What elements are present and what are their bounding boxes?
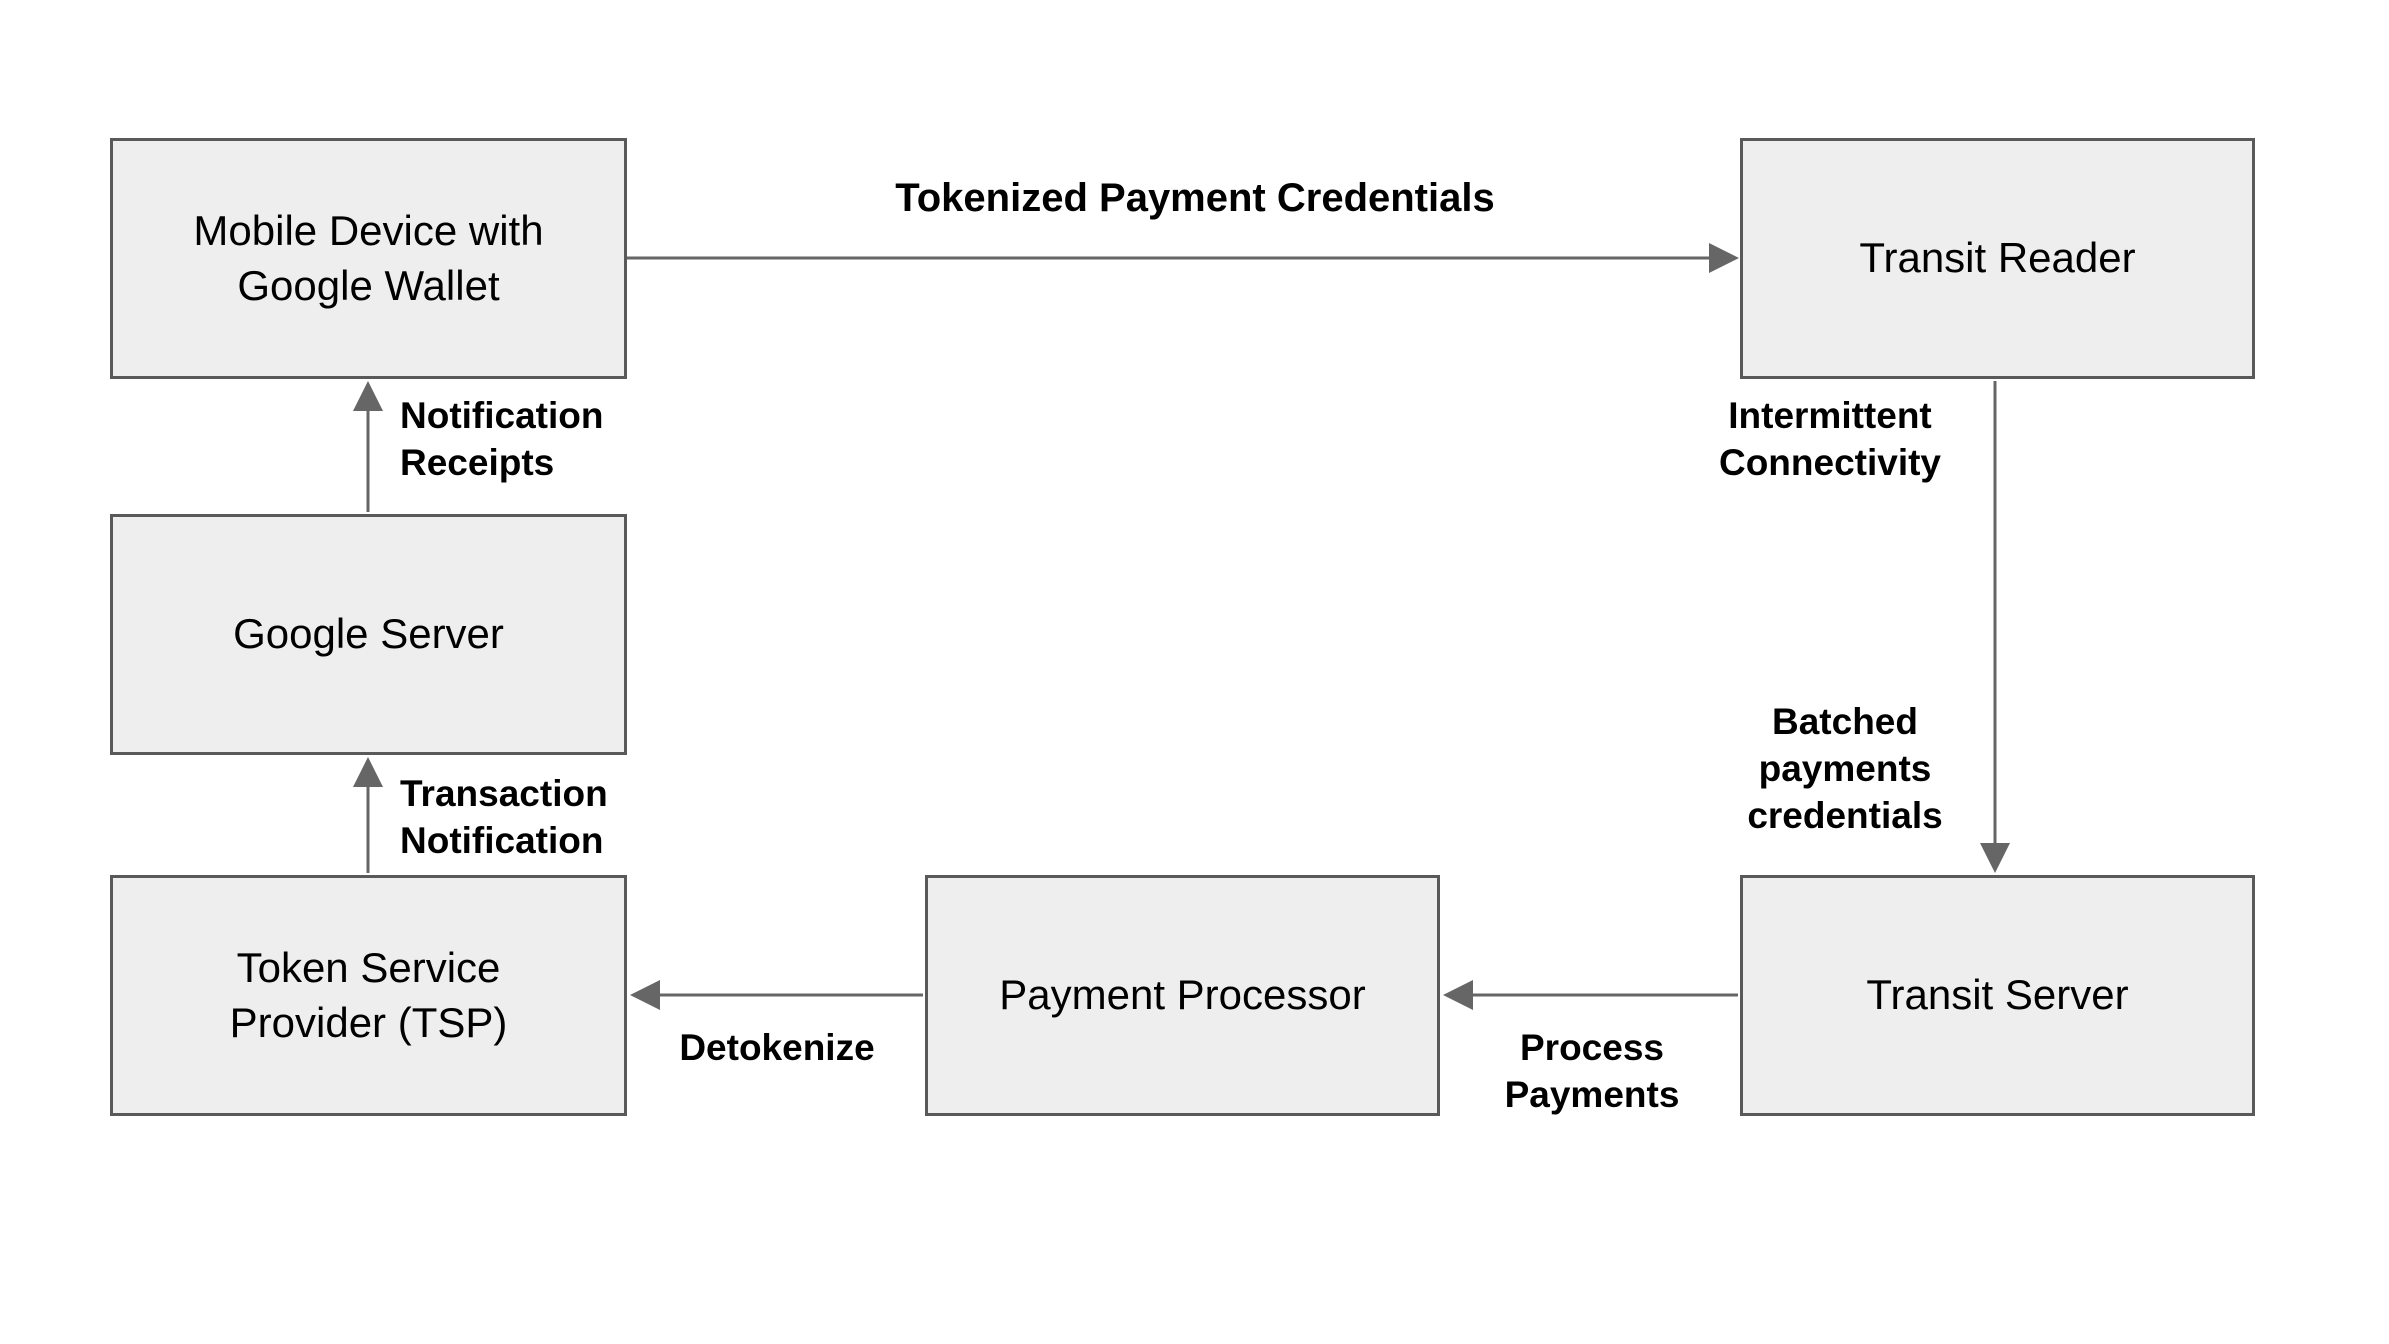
node-transit-reader-label: Transit Reader [1859,234,2136,282]
edge-label-transaction-notification: Transaction Notification [400,773,608,861]
node-google-server: Google Server [110,514,627,755]
node-transit-server-label: Transit Server [1866,971,2129,1019]
node-transit-reader: Transit Reader [1740,138,2255,379]
node-mobile-device-label: Mobile Device with Google Wallet [193,206,544,309]
edge-label-intermittent-connectivity: Intermittent Connectivity [1718,395,1942,483]
node-payment-processor: Payment Processor [925,875,1440,1116]
edge-label-batched-payments-credentials: Batched payments credentials [1747,701,1943,836]
edge-label-process-payments: Process Payments [1504,1027,1680,1115]
node-google-server-label: Google Server [233,610,504,658]
node-token-service-provider: Token Service Provider (TSP) [110,875,627,1116]
node-transit-server: Transit Server [1740,875,2255,1116]
node-payment-processor-label: Payment Processor [999,971,1366,1019]
edge-label-detokenize: Detokenize [679,1027,875,1068]
edge-label-notification-receipts: Notification Receipts [400,395,604,483]
edge-label-tokenized-payment-credentials: Tokenized Payment Credentials [895,176,1495,220]
node-mobile-device-google-wallet: Mobile Device with Google Wallet [110,138,627,379]
node-tsp-label: Token Service Provider (TSP) [229,943,508,1046]
